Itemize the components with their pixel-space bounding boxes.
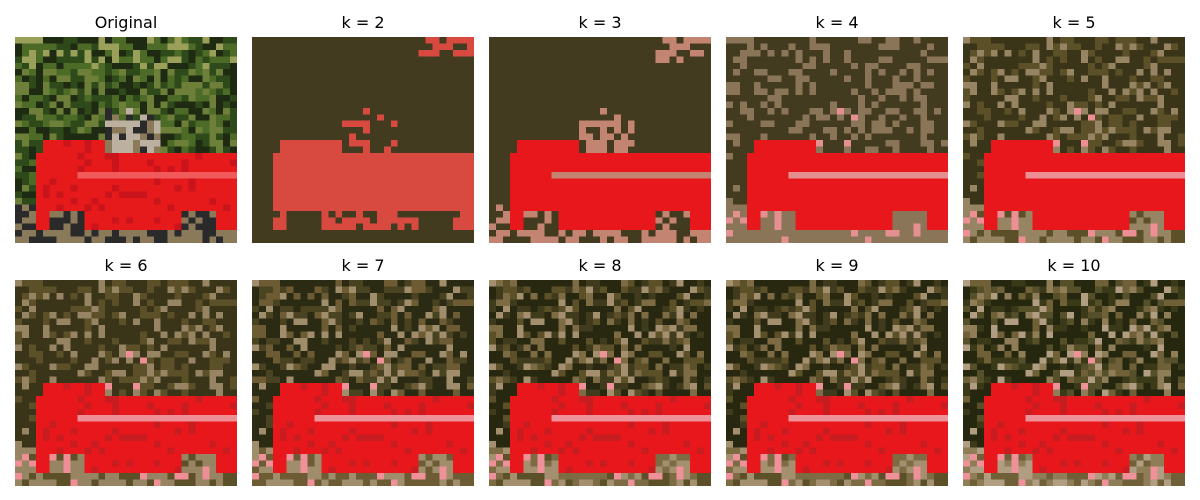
panel-title: k = 7: [341, 256, 385, 275]
quantized-image: [252, 280, 474, 486]
quantized-image: [15, 280, 237, 486]
quantized-image: [963, 37, 1185, 243]
pixel-grid: [252, 37, 474, 243]
panel-title: k = 6: [104, 256, 148, 275]
panel-title: k = 4: [815, 13, 859, 32]
quantized-image: [963, 280, 1185, 486]
original-image: [15, 37, 237, 243]
quantized-image: [489, 280, 711, 486]
panel-title: k = 5: [1052, 13, 1096, 32]
pixel-grid: [489, 280, 711, 486]
panel-title: k = 2: [341, 13, 385, 32]
pixel-grid: [726, 280, 948, 486]
pixel-grid: [15, 37, 237, 243]
quantized-image: [726, 280, 948, 486]
pixel-grid: [726, 37, 948, 243]
panel-title: k = 9: [815, 256, 859, 275]
pixel-grid: [15, 280, 237, 486]
quantized-image: [252, 37, 474, 243]
quantized-image: [726, 37, 948, 243]
pixel-grid: [489, 37, 711, 243]
quantized-image: [489, 37, 711, 243]
panel-title: k = 10: [1047, 256, 1101, 275]
pixel-grid: [963, 37, 1185, 243]
panel-title: k = 3: [578, 13, 622, 32]
pixel-grid: [252, 280, 474, 486]
panel-title: Original: [94, 13, 158, 32]
panel-title: k = 8: [578, 256, 622, 275]
pixel-grid: [963, 280, 1185, 486]
